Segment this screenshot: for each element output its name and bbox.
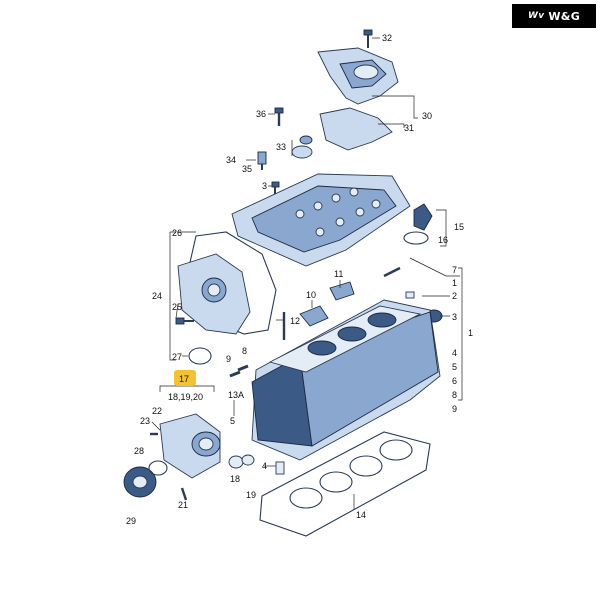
callout-33: 33 [276, 142, 286, 152]
callout-8: 8 [242, 346, 247, 356]
callout-13a: 13A [228, 390, 244, 400]
callout-24: 24 [152, 291, 162, 301]
callout-9: 9 [226, 354, 231, 364]
callout-14: 14 [356, 510, 366, 520]
callout-17: 17 [179, 374, 189, 384]
callout-8-right: 8 [452, 390, 457, 400]
front-housing [159, 413, 221, 479]
bracket-11 [329, 281, 355, 301]
callout-36: 36 [256, 109, 266, 119]
callout-3-mid: 3 [452, 312, 457, 322]
callout-10: 10 [306, 290, 316, 300]
callout-16: 16 [438, 235, 448, 245]
callout-5: 5 [452, 362, 457, 372]
upper-mount-bracket [317, 47, 399, 151]
callout-4: 4 [452, 348, 457, 358]
callout-17-highlight: 17 [174, 370, 196, 386]
callout-1: 1 [468, 328, 473, 338]
callout-15: 15 [454, 222, 464, 232]
callout-29: 29 [126, 516, 136, 526]
callout-2: 2 [452, 291, 457, 301]
callout-22: 22 [152, 406, 162, 416]
callout-32: 32 [382, 33, 392, 43]
sleeve-4 [275, 461, 285, 475]
callout-9-right: 9 [452, 404, 457, 414]
cylinder-head [231, 173, 411, 267]
callout-25: 25 [172, 302, 182, 312]
callout-12: 12 [290, 316, 300, 326]
dowel-2 [405, 291, 415, 299]
callout-28: 28 [134, 446, 144, 456]
bolt-32 [363, 29, 373, 48]
callout-21: 21 [178, 500, 188, 510]
engine-block [251, 299, 441, 461]
oil-cap-15-16 [403, 203, 433, 245]
callout-3-top: 3 [262, 181, 267, 191]
callout-30: 30 [422, 111, 432, 121]
pulley-29 [123, 466, 157, 498]
bolt-21 [180, 487, 188, 501]
callout-5-lower: 5 [230, 416, 235, 426]
callout-18: 18 [230, 474, 240, 484]
brand-logo: Wv W&G [512, 4, 596, 28]
brand-name: W&G [548, 9, 581, 23]
callout-7: 7 [452, 265, 457, 275]
callout-19: 19 [246, 490, 256, 500]
seal-27 [188, 347, 212, 365]
plate-10 [299, 305, 329, 327]
callout-6: 6 [452, 376, 457, 386]
callout-34: 34 [226, 155, 236, 165]
bolt-7 [383, 266, 401, 278]
callout-31: 31 [404, 123, 414, 133]
sensor-34-35 [257, 151, 267, 170]
bolt-36 [274, 107, 284, 126]
pins-8-9 [229, 364, 249, 378]
timing-cover [177, 231, 277, 335]
callout-11: 11 [334, 269, 343, 279]
callout-27: 27 [172, 352, 182, 362]
callout-35: 35 [242, 164, 252, 174]
callout-1-upper: 1 [452, 278, 457, 288]
callout-23: 23 [140, 416, 150, 426]
callout-26: 26 [172, 228, 182, 238]
seal-28 [148, 460, 168, 476]
callout-4-lower: 4 [262, 461, 267, 471]
leader-lines [151, 37, 463, 510]
callout-numbers: 32 30 31 36 33 34 35 3 15 16 26 11 7 1 2… [126, 33, 473, 526]
cap-33 [291, 135, 313, 159]
head-gasket [259, 431, 431, 537]
callout-17-box [174, 370, 196, 386]
callout-18-19-20: 18,19,20 [168, 392, 203, 402]
bushings-18-19 [228, 454, 255, 469]
bolt-25 [175, 317, 194, 325]
brand-mark-icon: Wv [527, 11, 545, 21]
